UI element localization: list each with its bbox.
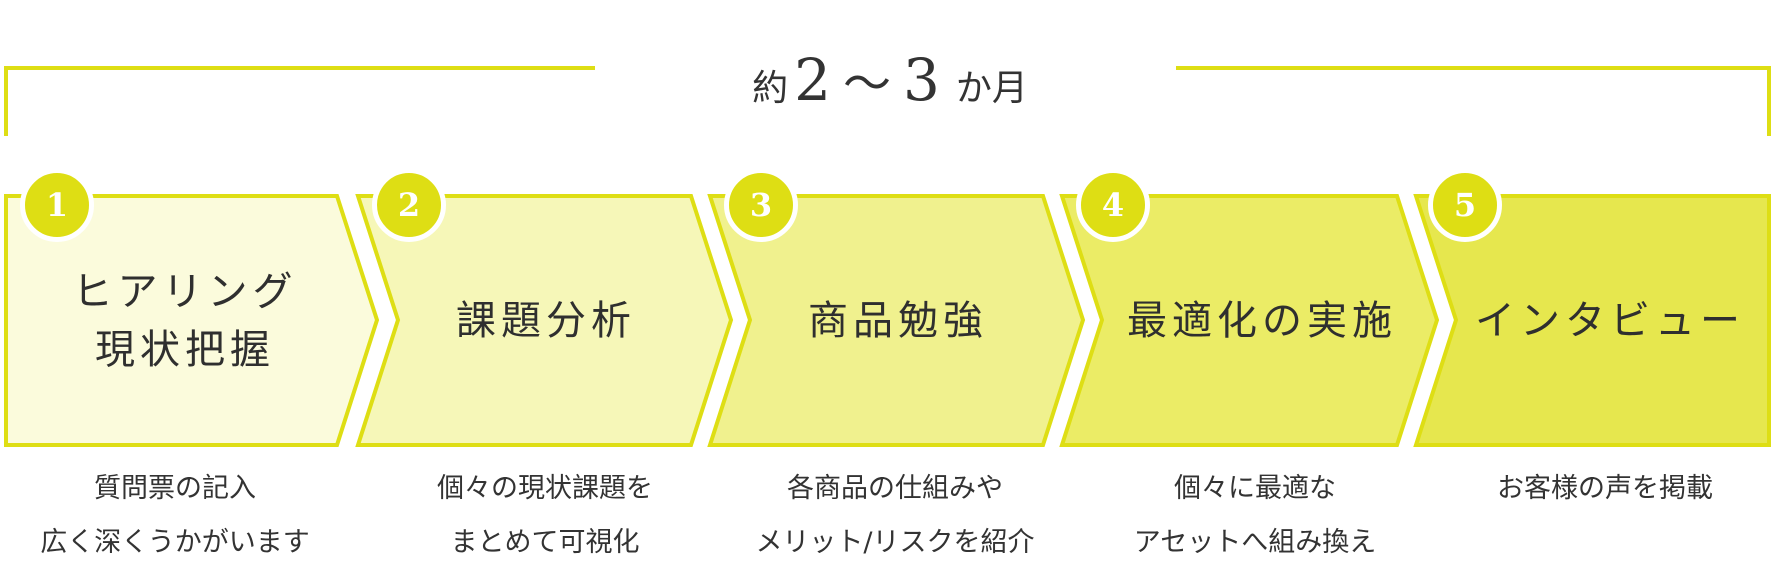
period-bracket-right bbox=[1176, 66, 1771, 136]
step-5-title: インタビュー bbox=[1475, 298, 1745, 344]
step-5-description: お客様の声を掲載 bbox=[1497, 473, 1713, 504]
period-bracket-left bbox=[4, 66, 595, 136]
period-from: 2 bbox=[794, 46, 831, 114]
period-suffix: か月 bbox=[955, 68, 1028, 109]
period-prefix: 約 bbox=[752, 68, 789, 109]
step-1-description: 質問票の記入 広く深くうかがいます bbox=[40, 473, 310, 558]
period-to: 3 bbox=[903, 46, 940, 114]
step-4-badge: 4 bbox=[1076, 168, 1150, 242]
step-1-title: ヒアリング 現状把握 bbox=[72, 269, 298, 373]
step-3-description: 各商品の仕組みや メリット/リスクを紹介 bbox=[755, 473, 1035, 558]
step-4-title: 最適化の実施 bbox=[1127, 298, 1397, 344]
step-3-chevron bbox=[707, 194, 1086, 447]
step-2-description: 個々の現状課題を まとめて可視化 bbox=[437, 473, 653, 558]
step-3-title: 商品勉強 bbox=[808, 298, 988, 344]
step-2-title: 課題分析 bbox=[456, 298, 636, 344]
step-4-chevron bbox=[1059, 194, 1440, 447]
step-2-badge: 2 bbox=[372, 168, 446, 242]
period-label: 約 2 〜 3 か月 bbox=[700, 40, 1080, 120]
step-2-chevron bbox=[355, 194, 734, 447]
period-tilde: 〜 bbox=[842, 56, 891, 112]
step-5-badge: 5 bbox=[1428, 168, 1502, 242]
step-1-badge: 1 bbox=[20, 168, 94, 242]
step-1-chevron bbox=[4, 194, 380, 447]
step-5-chevron bbox=[1413, 194, 1771, 447]
step-3-badge: 3 bbox=[724, 168, 798, 242]
step-4-description: 個々に最適な アセットへ組み換え bbox=[1133, 473, 1377, 558]
